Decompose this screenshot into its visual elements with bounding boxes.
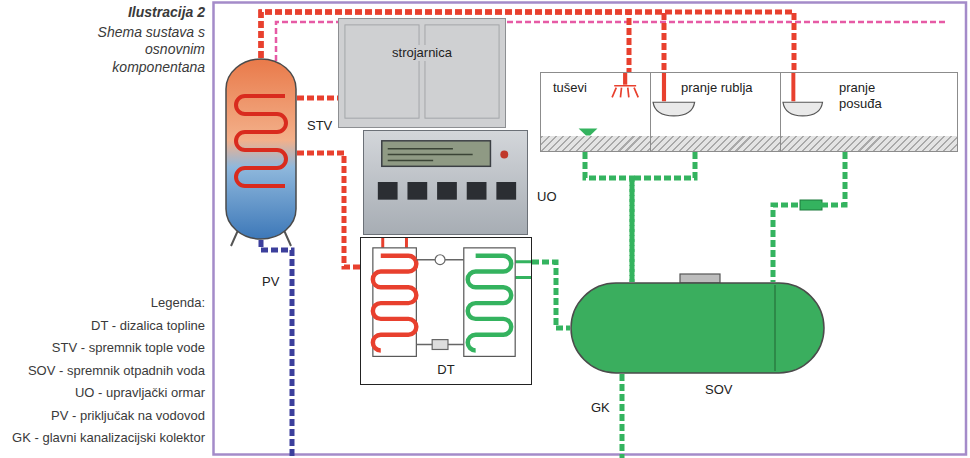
pipe-connector — [632, 152, 695, 282]
sink-symbol — [783, 102, 823, 116]
figure-caption: Shema sustava s osnovnim komponentana — [55, 24, 205, 77]
pipe-connector — [773, 152, 845, 282]
valve-symbol — [432, 340, 448, 350]
kitchen-room: pranje posuđa — [780, 72, 958, 152]
water-supply-pipe — [261, 240, 292, 458]
legend-text: PV - priključak na vodovod — [51, 408, 205, 423]
pump-pipe — [515, 262, 531, 278]
tank-label: STV — [307, 118, 332, 134]
shower-pipe — [623, 73, 627, 85]
figure-heading: Ilustracija 2 Shema sustava s osnovnim ko… — [0, 4, 205, 76]
pipe-label: PV — [262, 274, 279, 290]
shape-drawing — [361, 238, 531, 384]
shower-head — [612, 86, 638, 98]
legend-heading: Legenda: — [0, 292, 205, 315]
room-label: tuševi — [553, 80, 656, 96]
room-label: strojarnica — [389, 45, 455, 61]
tank-outline — [226, 59, 296, 239]
figure-title: Ilustracija 2 — [0, 4, 205, 22]
legend-entry: PV - priključak na vodovod — [0, 405, 205, 428]
pump-pipe — [383, 238, 407, 248]
pipe-connector — [297, 153, 360, 267]
condenser-box — [373, 248, 416, 357]
cabinet-label: UO — [537, 189, 557, 205]
legend-entry: DT - dizalica topline — [0, 315, 205, 338]
manhole — [680, 274, 720, 283]
shower-room: tuševi — [540, 72, 657, 152]
legend-text: UO - upravljački ormar — [75, 385, 205, 400]
legend-text: DT - dizalica topline — [91, 318, 205, 333]
sewer-pipe — [620, 374, 625, 458]
display-panel — [382, 141, 491, 167]
pipe-connector — [532, 262, 570, 328]
switch — [496, 182, 516, 200]
legend-entry: SOV - spremnik otpadnih voda — [0, 360, 205, 383]
pipe-connector — [297, 96, 338, 101]
heating-coil — [236, 96, 286, 186]
laundry-room: pranje rublja — [650, 72, 787, 152]
evaporator-box — [464, 248, 515, 357]
legend-text: GK - glavni kanalizacijski kolektor — [12, 430, 205, 445]
shape-drawing — [364, 131, 527, 234]
shape-drawing — [570, 282, 825, 374]
pipe-connector — [585, 152, 632, 282]
room-label: pranje posuđa — [839, 80, 899, 111]
legend-box: Legenda: DT - dizalica toplineSTV - sprem… — [0, 292, 205, 450]
heat-pump-box: DT — [360, 237, 532, 385]
switch — [378, 182, 398, 200]
hot-water-tank: STV — [225, 58, 297, 240]
water-pipe — [791, 73, 795, 101]
legend-text: STV - spremnik tople vode — [52, 340, 205, 355]
floor-drain — [579, 129, 598, 136]
tank-outline — [571, 283, 824, 373]
waste-water-tank: SOV — [570, 282, 825, 374]
refrigerant-line — [416, 260, 463, 345]
logo-dot — [500, 151, 508, 159]
legend-text: SOV - spremnik otpadnih voda — [28, 363, 205, 378]
unit-label: DT — [437, 362, 454, 378]
switch — [437, 182, 457, 200]
display-rows — [388, 149, 473, 161]
condenser-coil — [373, 256, 416, 351]
control-cabinet: UO — [363, 130, 528, 235]
machine-room-box: strojarnica — [338, 18, 506, 128]
switch — [407, 182, 427, 200]
room-label: pranje rublja — [681, 80, 786, 96]
legend-entry: UO - upravljački ormar — [0, 382, 205, 405]
switch — [467, 182, 487, 200]
legend-entry: STV - spremnik tople vode — [0, 337, 205, 360]
legend-entry: GK - glavni kanalizacijski kolektor — [0, 427, 205, 450]
shape-drawing — [225, 58, 297, 240]
tank-divider — [774, 285, 776, 371]
tank-label: SOV — [705, 382, 732, 398]
sink-symbol — [653, 102, 695, 116]
door-panel — [345, 25, 419, 118]
figure-frame — [214, 3, 967, 455]
water-pipe — [662, 73, 666, 101]
pipe-label: GK — [591, 400, 610, 416]
compressor-symbol — [435, 255, 445, 265]
door-panel — [425, 25, 499, 118]
evaporator-coil — [468, 256, 511, 351]
shape-drawing — [339, 19, 505, 127]
